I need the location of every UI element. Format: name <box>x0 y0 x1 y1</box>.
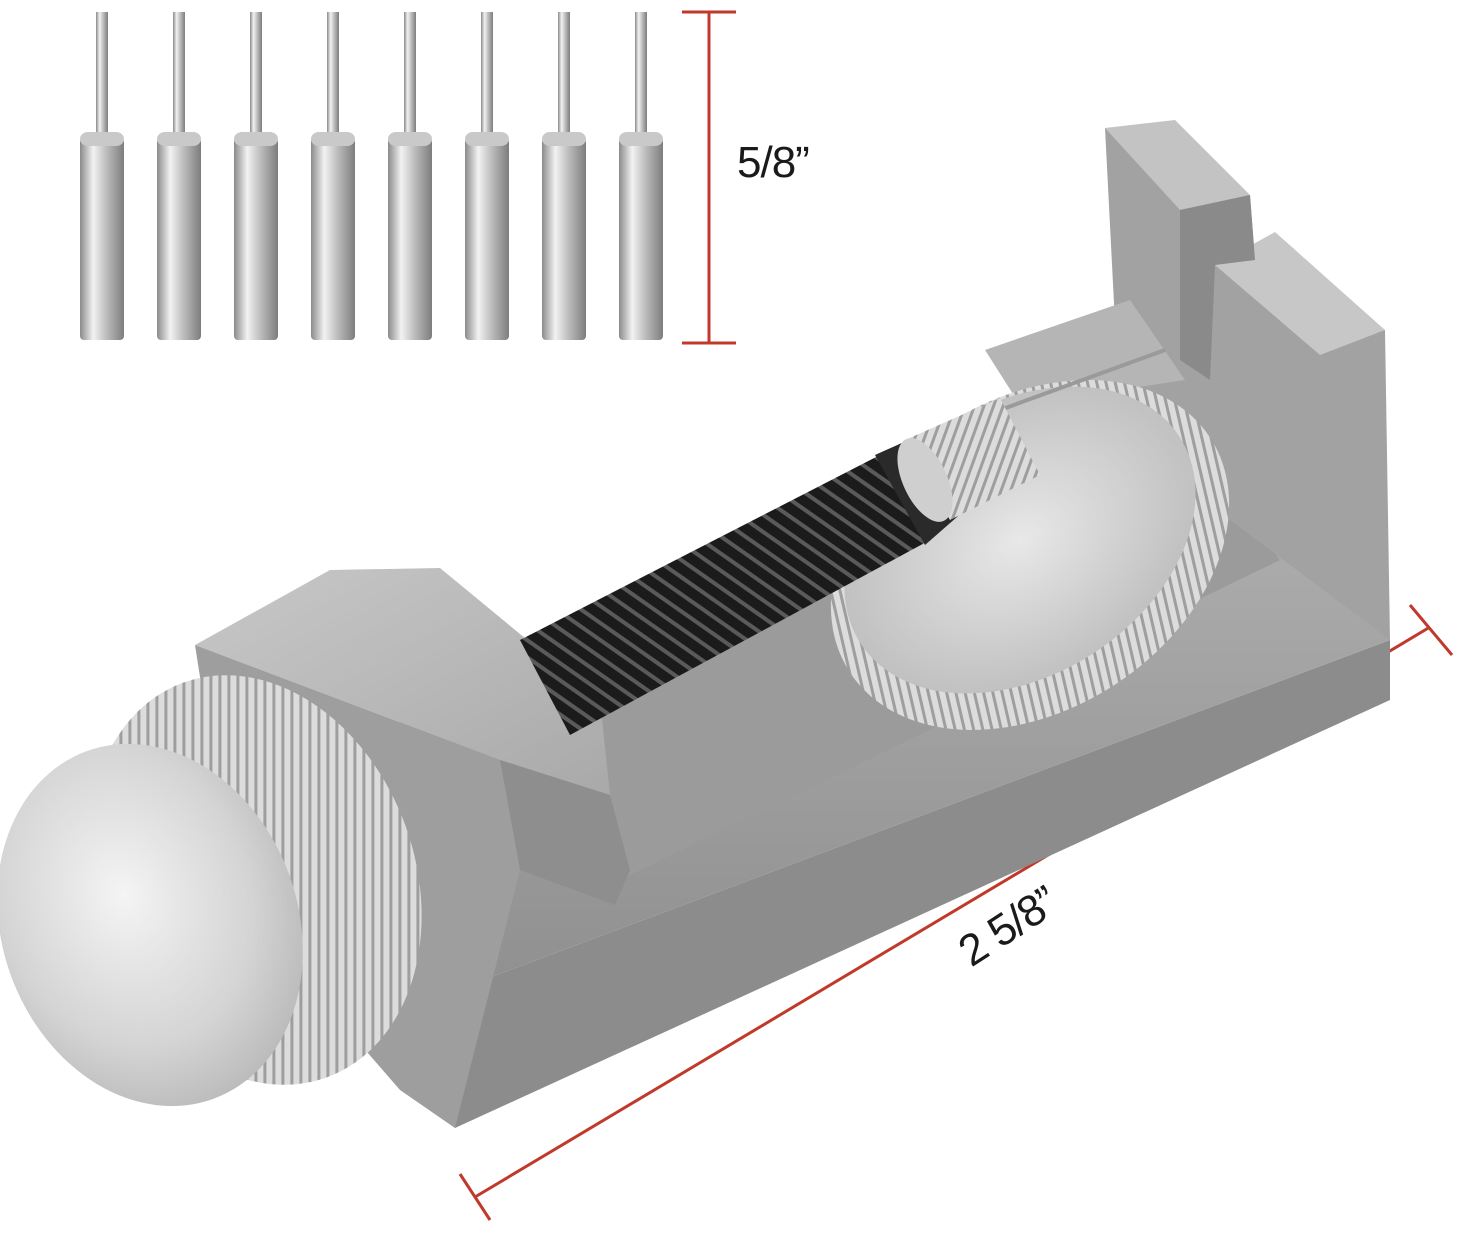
spare-pin <box>311 12 355 340</box>
spare-pin <box>542 12 586 340</box>
spare-pins-group <box>80 12 663 340</box>
spare-pin <box>465 12 509 340</box>
spare-pin <box>157 12 201 340</box>
adjustment-knob <box>0 675 422 1107</box>
pin-length-label: 5/8” <box>737 138 810 187</box>
pin-length-dimension-line <box>682 10 736 345</box>
spare-pin <box>388 12 432 340</box>
spare-pin <box>234 12 278 340</box>
pin-holder <box>897 348 1166 522</box>
spare-pin <box>619 12 663 340</box>
spare-pin <box>80 12 124 340</box>
